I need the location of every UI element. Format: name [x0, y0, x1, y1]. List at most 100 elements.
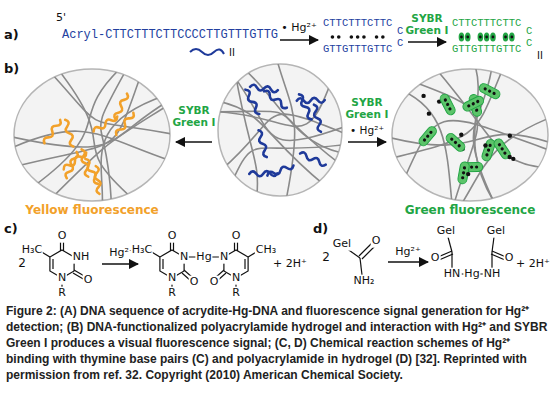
sybr-mark — [459, 33, 465, 42]
hg-dot — [356, 35, 360, 39]
hydrogel-bead — [14, 69, 170, 201]
hg-dot — [483, 143, 487, 147]
figure-stroke — [360, 258, 362, 275]
dna-strand — [263, 89, 289, 109]
sybr-mark — [503, 33, 509, 42]
group-label: Gel — [436, 225, 456, 238]
panel-letter: d) — [313, 222, 328, 237]
reaction-arrow — [176, 141, 212, 143]
atom-label: R — [167, 287, 177, 300]
polymer-network — [214, 58, 348, 203]
reagent-label: SYBR Green I — [171, 104, 217, 128]
hg-dot — [427, 111, 431, 115]
reaction-arrow — [388, 261, 428, 263]
hg-dot — [508, 133, 512, 137]
reaction-arrow — [348, 141, 386, 143]
atom-label: O — [57, 230, 68, 243]
figure-stroke — [450, 137, 455, 142]
figure-stroke — [429, 130, 434, 135]
panel-letter: b) — [4, 62, 19, 77]
reagent-label: Hg²⁺ — [395, 246, 420, 259]
sybr-mark — [465, 33, 471, 42]
figure-stroke — [492, 91, 496, 95]
hg-dot — [492, 36, 495, 39]
polymer-chain — [222, 114, 348, 169]
dna-strand — [190, 49, 224, 55]
dna-sybr-complex — [439, 93, 457, 117]
figure-stroke — [461, 95, 485, 113]
reaction-arrow — [280, 39, 318, 41]
figure-stroke — [362, 246, 375, 259]
hg-dot — [381, 35, 385, 39]
sybr-mark — [478, 33, 484, 42]
figure-stroke — [444, 132, 466, 153]
hg-dot — [504, 36, 507, 39]
atom-label: O — [504, 252, 515, 265]
reagent-label: SYBR Green I — [404, 12, 450, 36]
atom-label: O — [167, 230, 178, 243]
hg-dot — [362, 35, 366, 39]
figure-stroke — [463, 166, 467, 170]
hg-dot — [421, 94, 425, 98]
figure-stroke — [483, 87, 487, 91]
figure-stroke — [485, 153, 489, 157]
figure-stroke — [457, 144, 462, 149]
strand-end: 5' — [56, 12, 66, 25]
atom-label: Hg — [463, 268, 480, 281]
hg-dot — [375, 35, 379, 39]
atom-label: N — [57, 272, 67, 285]
polymer-chain — [236, 75, 258, 198]
dna-sybr-complex — [444, 132, 466, 153]
dna-sybr-complex — [492, 137, 512, 160]
stoichiometry: 2 — [18, 257, 26, 271]
hg-dot — [510, 36, 513, 39]
dna-strand — [63, 119, 76, 147]
figure-stroke — [467, 104, 471, 108]
atom-label: H₃C — [21, 244, 43, 257]
figure-stroke — [244, 259, 245, 269]
figure-stroke — [500, 147, 504, 151]
figure-stroke — [439, 254, 453, 260]
polymer-network — [6, 67, 178, 207]
reagent-label: SYBR Green I — [344, 96, 390, 120]
figure-stroke — [453, 140, 458, 145]
atom-label: NH₂ — [353, 275, 376, 288]
figure-stroke — [475, 165, 478, 168]
strand-mark: II — [229, 47, 235, 59]
byproduct-label: + 2H⁺ — [273, 258, 307, 271]
group-label: Gel — [332, 238, 352, 251]
dna-strand — [299, 151, 327, 167]
dna-strand — [92, 114, 118, 133]
panel-letter: c) — [4, 222, 18, 237]
figure-stroke — [445, 102, 449, 106]
fluorescence-label: Yellow fluorescence — [25, 204, 158, 218]
loop-base: C — [526, 26, 532, 37]
figure-stroke — [457, 161, 470, 184]
figure-stroke — [162, 259, 163, 269]
figure-stroke — [425, 134, 430, 139]
dna-sequence: Acryl-CTTCTTTCTTCCCCTTGTTTGTTG — [62, 29, 278, 41]
figure-stroke — [461, 176, 465, 180]
hg-dot — [479, 36, 482, 39]
panel-letter: a) — [4, 28, 19, 43]
sybr-mark — [484, 33, 490, 42]
hg-dot — [485, 36, 488, 39]
stoichiometry: 2 — [322, 251, 330, 265]
figure-stroke — [448, 237, 452, 252]
dna-strand — [243, 88, 261, 115]
figure-stroke — [488, 143, 492, 147]
atom-label: O — [209, 276, 220, 289]
dna-strand — [83, 158, 100, 185]
strand-mark: II — [537, 50, 543, 62]
loop-base: C — [397, 26, 403, 37]
hg-dot — [331, 35, 335, 39]
polymer-chain — [101, 96, 164, 207]
dna-strand — [297, 93, 314, 120]
figure-stroke — [497, 143, 501, 147]
loop-base: C — [397, 38, 403, 49]
polymer-chain — [276, 58, 294, 203]
hairpin-strand: GTTGTTTGTTC — [452, 44, 521, 55]
atom-label: R — [231, 287, 241, 300]
byproduct-label: + 2H⁺ — [516, 258, 550, 271]
sybr-mark — [509, 33, 515, 42]
